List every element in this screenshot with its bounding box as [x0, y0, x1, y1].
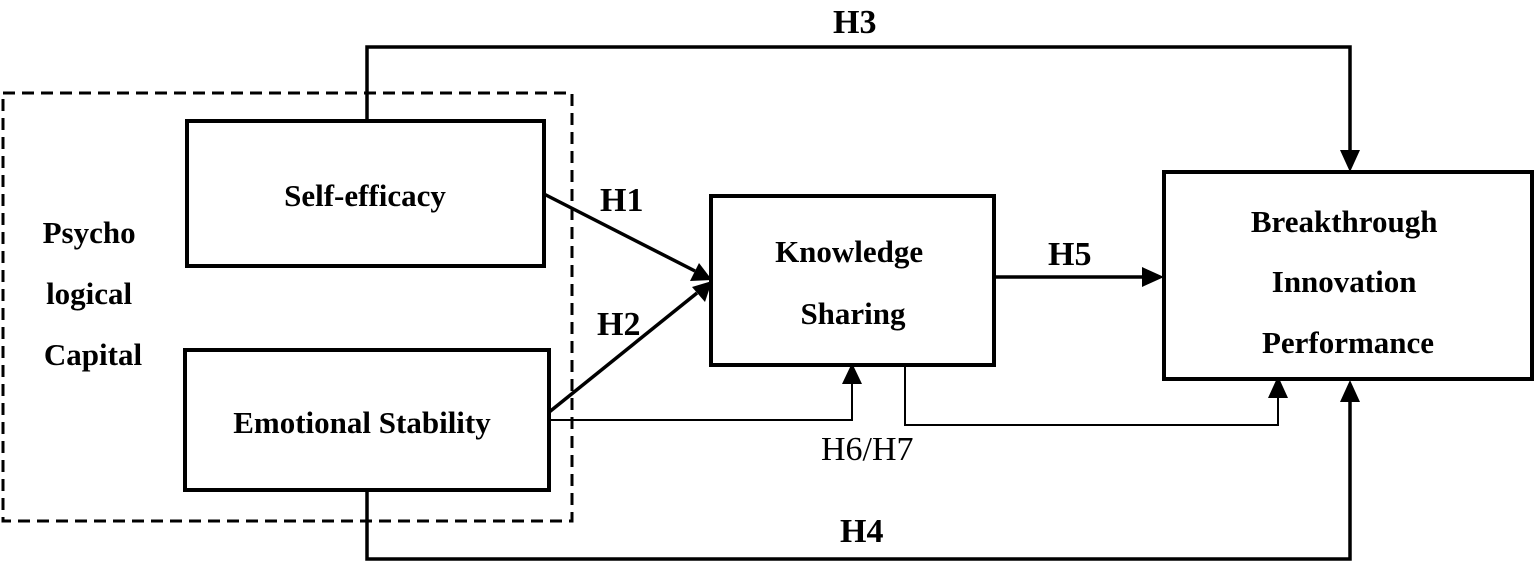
emotional-stability-label: Emotional Stability [233, 405, 491, 440]
h5-arrowhead [1142, 267, 1164, 287]
knowledge-sharing-label: Knowledge Sharing [775, 234, 931, 331]
h6-h7-label: H6/H7 [821, 431, 914, 468]
h3-path [365, 45, 1352, 150]
psychological-capital-label: Psycho logical Capital [43, 215, 144, 372]
h2-label: H2 [597, 306, 640, 343]
h4-path [365, 402, 1352, 561]
breakthrough-innovation-box [1162, 170, 1534, 381]
self-efficacy-box [185, 119, 546, 268]
breakthrough-innovation-label: Breakthrough Innovation Performance [1251, 204, 1445, 360]
h3-arrowhead [1340, 150, 1360, 172]
self-efficacy-label: Self-efficacy [284, 178, 446, 213]
h1-arrowhead [690, 263, 712, 281]
h7-arrowhead [1268, 376, 1288, 398]
h1-arrow [541, 191, 696, 273]
h6-path [548, 382, 853, 421]
h5-label: H5 [1048, 236, 1091, 273]
psychological-capital-group [1, 91, 574, 523]
knowledge-sharing-box [709, 194, 996, 367]
h3-label: H3 [833, 4, 876, 41]
h7-path [904, 366, 1279, 426]
h1-label: H1 [600, 182, 643, 219]
h6-arrowhead [842, 363, 862, 384]
h2-arrow [546, 291, 699, 415]
h2-arrowhead [692, 281, 712, 302]
h4-label: H4 [840, 513, 883, 550]
emotional-stability-box [183, 348, 551, 492]
h4-arrowhead [1340, 380, 1360, 402]
